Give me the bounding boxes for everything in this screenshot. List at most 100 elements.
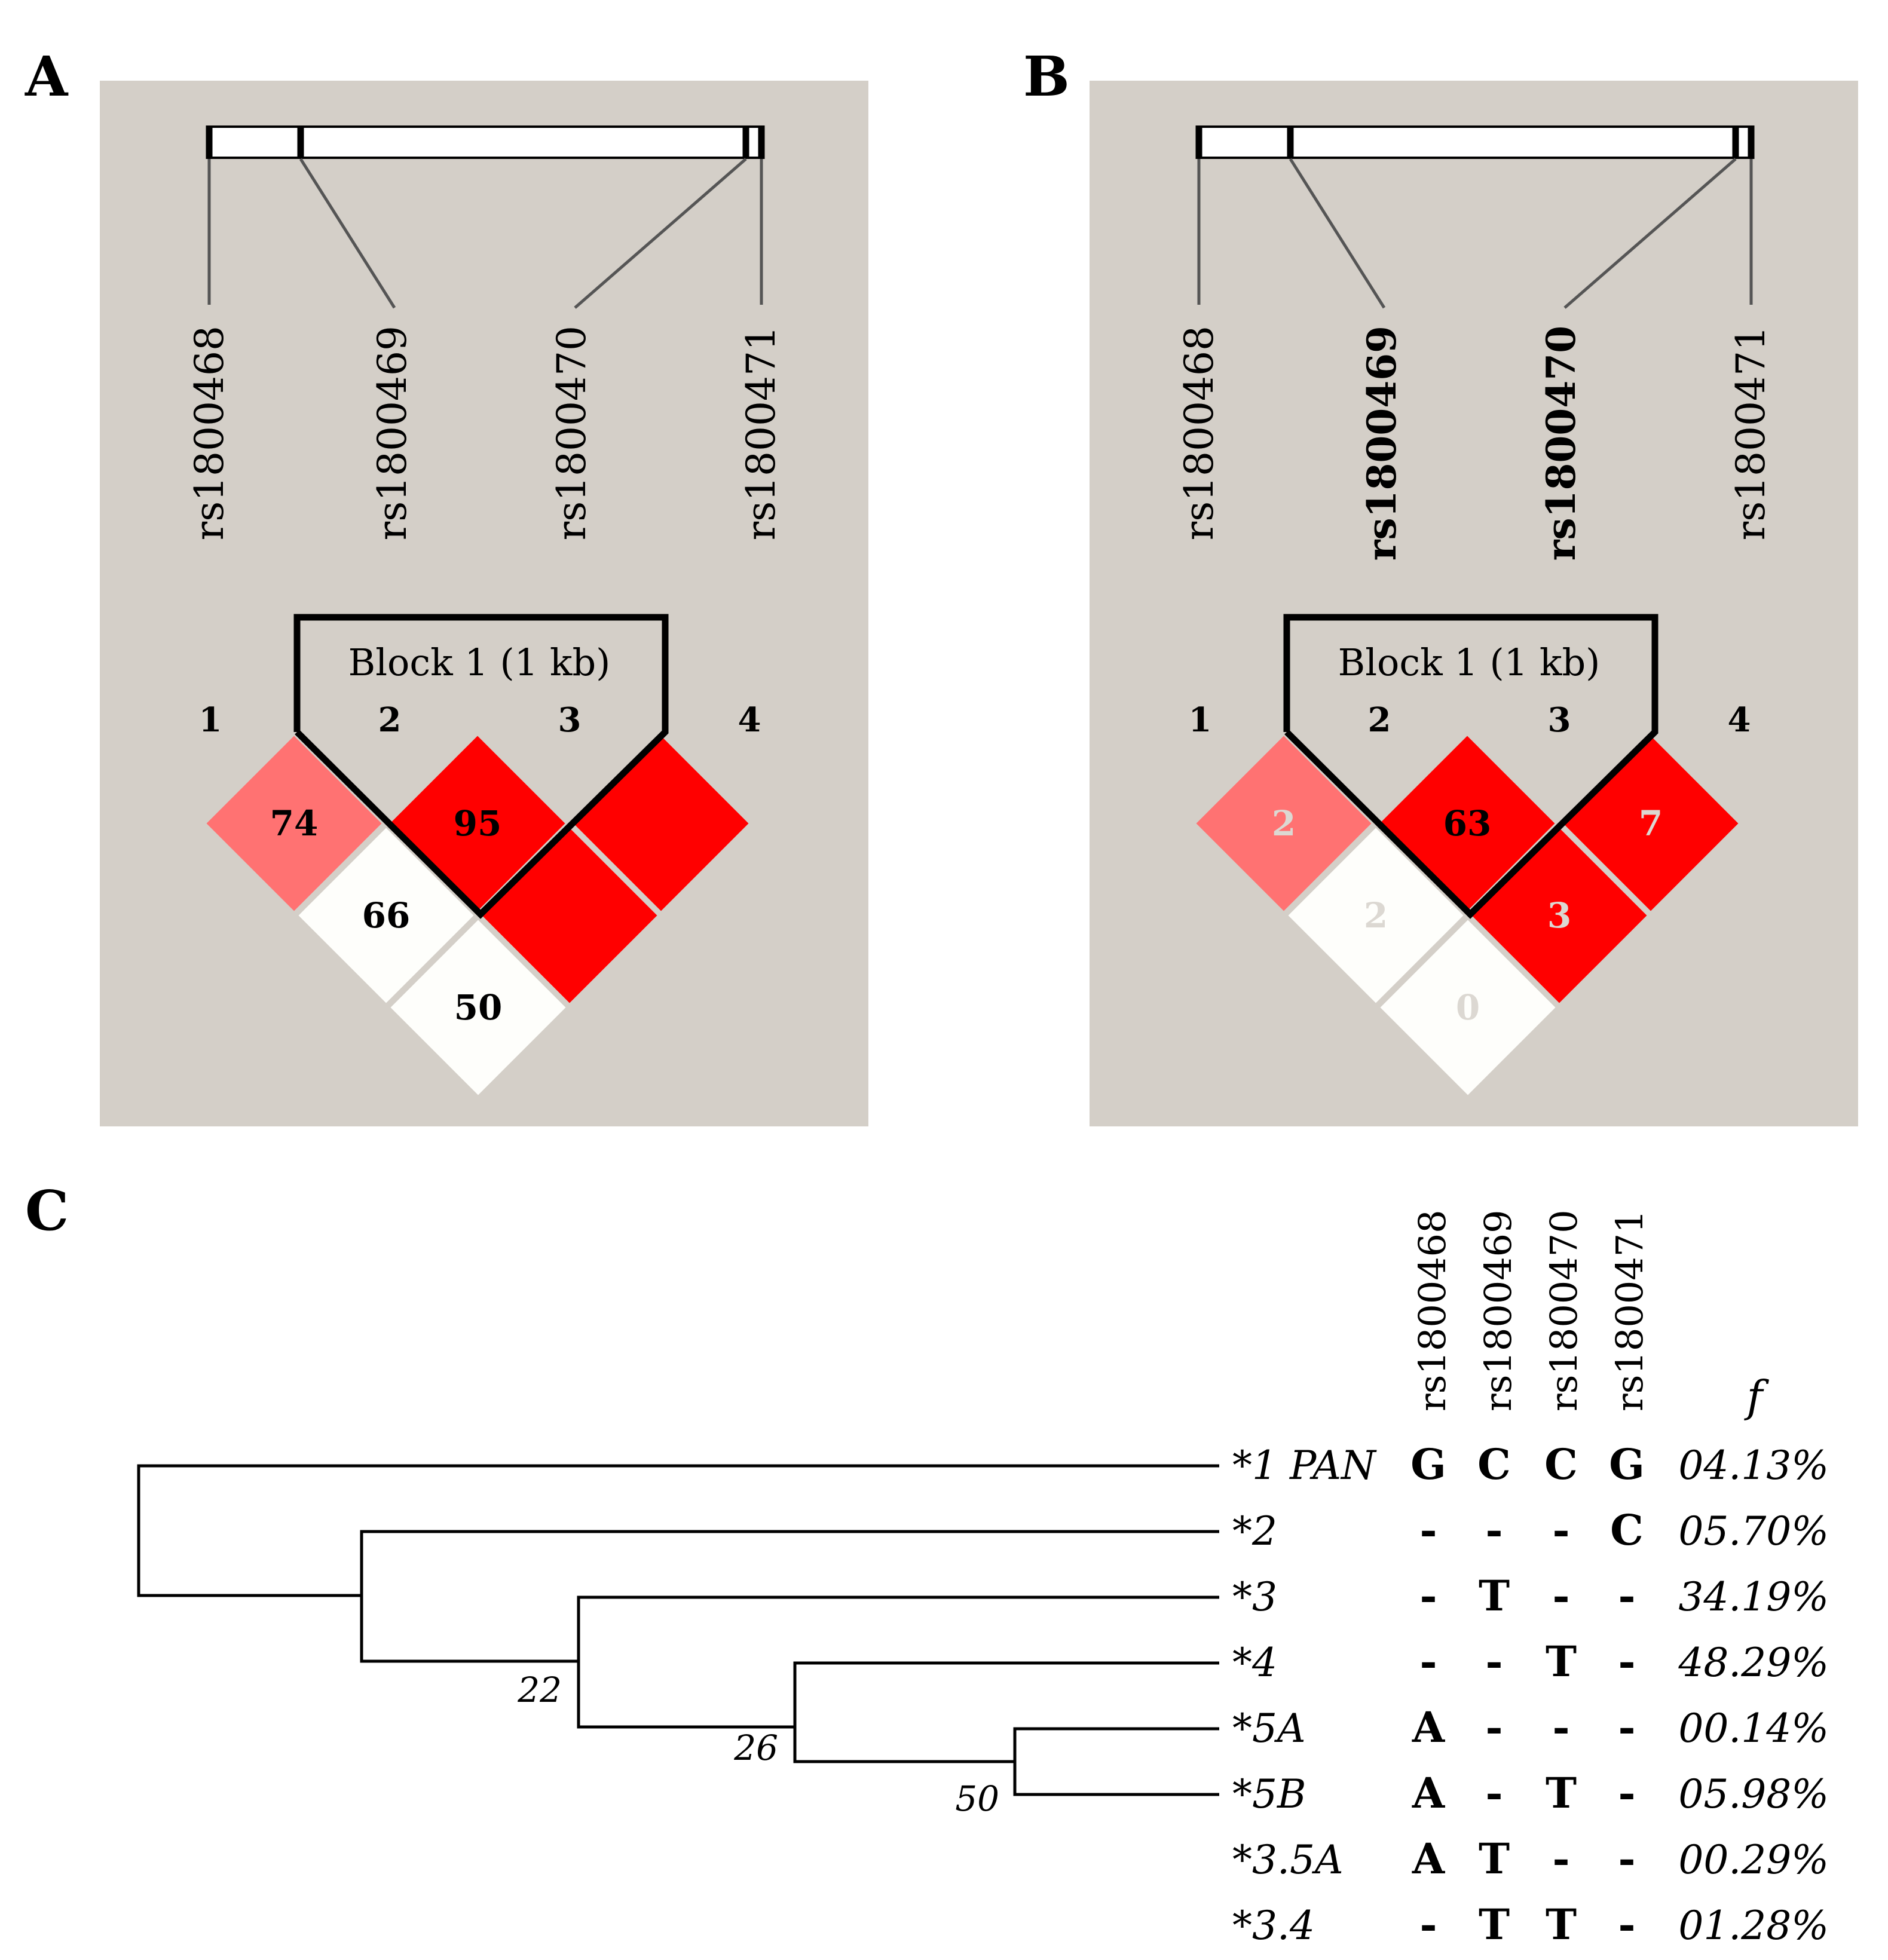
allele-cell: -	[1419, 1505, 1437, 1555]
panel-b-position-numbers: 1 2 3 4	[1189, 700, 1751, 740]
ld-cell-value: 95	[454, 803, 502, 844]
ld-cell	[386, 915, 570, 1100]
panel-b-snp-labels: rs1800468 rs1800469 rs1800470 rs1800471	[1176, 326, 1774, 561]
dendrogram	[137, 1464, 1219, 1796]
allele-cell: -	[1485, 1505, 1503, 1555]
haplotype-name: *4	[1232, 1640, 1277, 1686]
ld-cell-value: 2	[1364, 895, 1388, 936]
allele-cell: -	[1419, 1637, 1437, 1686]
allele-cell: -	[1618, 1900, 1635, 1949]
panel-letter-a: A	[25, 44, 69, 109]
haplotype-frequency: 48.29%	[1678, 1640, 1829, 1686]
allele-cell: -	[1618, 1768, 1635, 1818]
haplotype-frequency: 00.14%	[1678, 1705, 1829, 1751]
haplotype-frequency: 34.19%	[1678, 1574, 1829, 1620]
allele-cell: -	[1485, 1768, 1503, 1818]
ld-cell	[1376, 915, 1560, 1100]
panel-a-snp-labels: rs1800468 rs1800469 rs1800470 rs1800471	[186, 326, 784, 540]
ld-cell-value: 66	[362, 895, 411, 936]
panel-a-position-numbers: 1 2 3 4	[199, 700, 761, 740]
ld-cell	[202, 731, 386, 915]
column-header: rs1800469	[1476, 1209, 1520, 1411]
node-values: 22 26 50	[517, 1670, 999, 1819]
haplotype-name: *2	[1232, 1508, 1277, 1554]
haplotype-frequency: 01.28%	[1678, 1903, 1829, 1949]
allele-cell: T	[1546, 1768, 1577, 1818]
snp-label-highlighted: rs1800469	[1358, 326, 1405, 561]
allele-cell: A	[1412, 1834, 1446, 1884]
allele-cell: T	[1546, 1637, 1577, 1686]
position-number: 1	[1189, 700, 1212, 740]
panel-a-snp-connectors	[207, 158, 763, 309]
haplotype-name: *1 PAN	[1232, 1443, 1377, 1489]
allele-cell: C	[1610, 1505, 1644, 1555]
snp-label: rs1800471	[1728, 326, 1774, 540]
position-number: 4	[1728, 700, 1751, 740]
panel-a: A rs1800468 rs1800469 rs1800470 rs180047…	[25, 44, 868, 1126]
panel-b-snp-connectors	[1197, 158, 1753, 309]
allele-cell: C	[1477, 1440, 1511, 1489]
haplotype-row: *4--T-48.29%	[1232, 1637, 1829, 1686]
haplotype-name: *3.5A	[1232, 1837, 1344, 1883]
panel-b-block-label: Block 1 (1 kb)	[1338, 641, 1601, 684]
allele-cell: T	[1479, 1900, 1510, 1949]
haplotype-frequency: 05.98%	[1678, 1771, 1829, 1817]
panel-letter-c: C	[25, 1178, 69, 1243]
allele-cell: -	[1485, 1702, 1503, 1752]
position-number: 2	[378, 700, 402, 740]
allele-cell: G	[1410, 1440, 1446, 1489]
haplotype-name: *3.4	[1232, 1903, 1315, 1949]
haplotype-name: *3	[1232, 1574, 1277, 1620]
allele-cell: -	[1618, 1834, 1635, 1884]
snp-label: rs1800469	[369, 326, 415, 540]
allele-cell: A	[1412, 1702, 1446, 1752]
panel-b-gene-bar	[1195, 125, 1755, 159]
position-number: 3	[1548, 700, 1571, 740]
column-headers: rs1800468 rs1800469 rs1800470 rs1800471 …	[1410, 1209, 1770, 1422]
node-value: 26	[733, 1728, 778, 1768]
haplotype-frequency: 00.29%	[1678, 1837, 1829, 1883]
allele-cell: T	[1546, 1900, 1577, 1949]
allele-cell: G	[1609, 1440, 1645, 1489]
column-header: rs1800468	[1410, 1209, 1454, 1411]
snp-label: rs1800471	[738, 326, 784, 540]
ld-cell-value: 50	[454, 987, 503, 1028]
haplotype-frequency: 05.70%	[1678, 1508, 1829, 1554]
allele-cell: -	[1419, 1900, 1437, 1949]
panel-b-block-outline	[1283, 614, 1658, 919]
snp-label: rs1800468	[186, 326, 232, 540]
ld-cell	[294, 823, 478, 1007]
panel-c: C rs1800468 rs1800469 rs1800470 rs180047…	[25, 1178, 1829, 1949]
snp-label: rs1800470	[549, 326, 595, 540]
allele-cell: -	[1618, 1571, 1635, 1621]
ld-cell-value: 3	[1547, 895, 1571, 936]
allele-cell: -	[1552, 1571, 1569, 1621]
panel-a-block-label: Block 1 (1 kb)	[348, 641, 611, 684]
node-value: 50	[955, 1778, 999, 1819]
ld-cell-value: 63	[1443, 803, 1492, 844]
position-number: 2	[1368, 700, 1391, 740]
ld-cell-value: 0	[1456, 987, 1480, 1028]
ld-cell	[1284, 823, 1468, 1007]
ld-cell-value: 7	[1639, 803, 1663, 844]
ld-cell-value: 2	[1272, 803, 1296, 844]
haplotype-frequency: 04.13%	[1678, 1443, 1829, 1489]
node-value: 22	[517, 1670, 562, 1710]
allele-cell: -	[1618, 1702, 1635, 1752]
column-header: rs1800470	[1542, 1209, 1586, 1411]
allele-cell: -	[1552, 1702, 1569, 1752]
position-number: 1	[199, 700, 222, 740]
panel-letter-b: B	[1023, 44, 1070, 109]
allele-cell: -	[1419, 1571, 1437, 1621]
position-number: 3	[558, 700, 582, 740]
allele-cell: T	[1479, 1571, 1510, 1621]
allele-cell: -	[1552, 1505, 1569, 1555]
allele-cell: -	[1552, 1834, 1569, 1884]
snp-label-highlighted: rs1800470	[1538, 326, 1584, 561]
